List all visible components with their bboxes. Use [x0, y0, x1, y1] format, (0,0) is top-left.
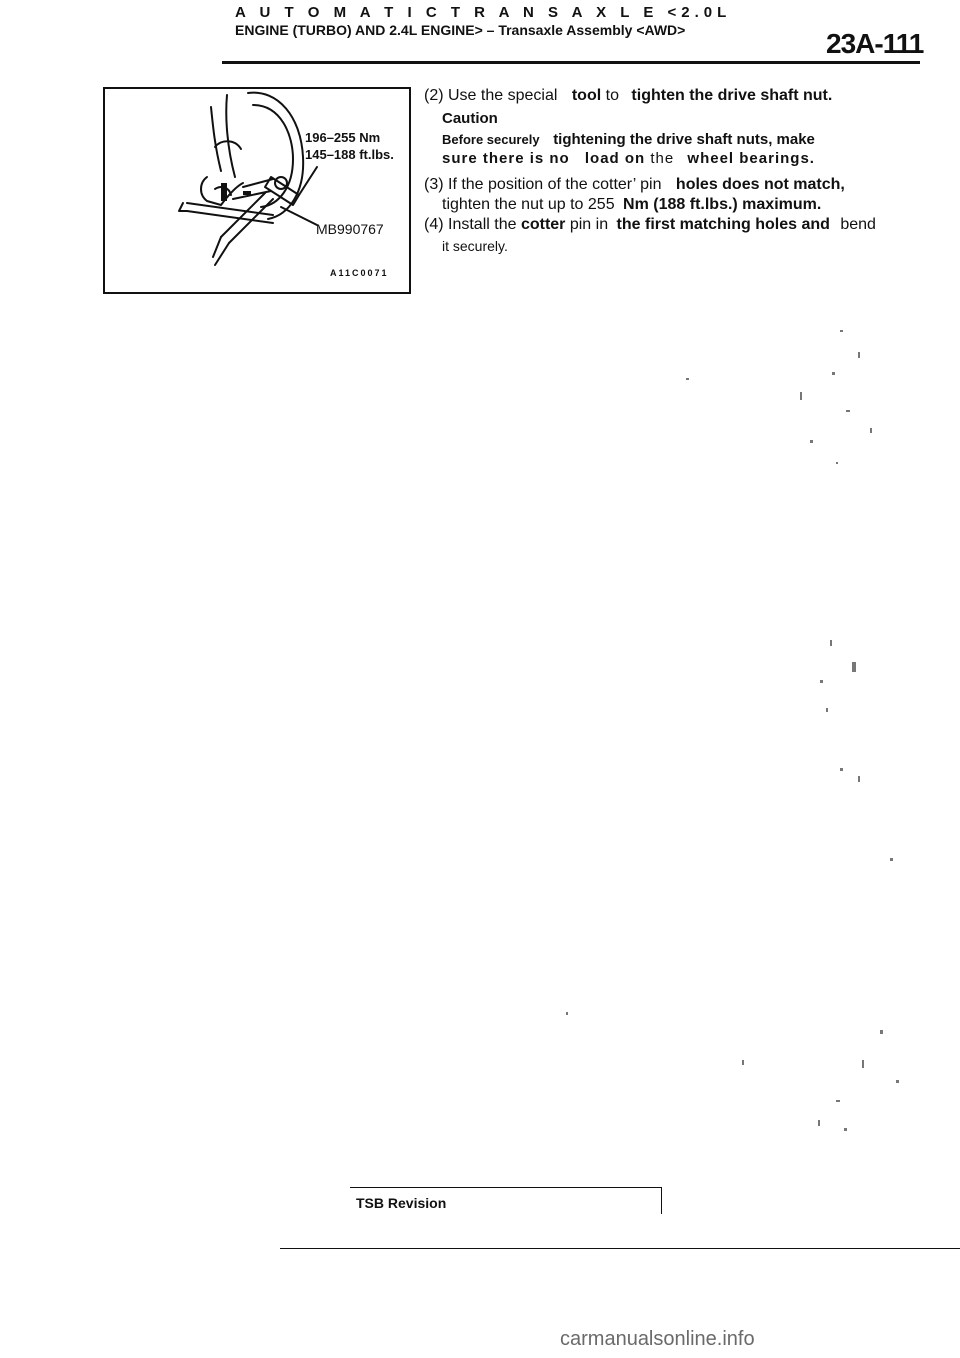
caution-line-2-prefix: sure there is no — [442, 150, 570, 167]
footer-rule — [280, 1248, 960, 1249]
step-4-prefix: (4) Install the — [424, 216, 517, 233]
figure-frame — [103, 87, 411, 294]
tsb-revision-label: TSB Revision — [356, 1195, 447, 1211]
caution-line-1-prefix: Before securely — [442, 132, 540, 147]
section-title: A U T O M A T I C T R A N S A X L E <2.0… — [235, 4, 732, 21]
figure-code: A11C0071 — [330, 268, 389, 278]
header-rule — [222, 61, 920, 64]
wheel-hub-illustration — [178, 91, 318, 266]
step-2-tool: tool — [571, 87, 602, 104]
step-3-prefix: (3) If the position of the cotter’ pin — [424, 176, 662, 193]
step-3-bold-1: holes does not match, — [675, 176, 845, 193]
caution-line-2-on: on — [624, 150, 646, 167]
step-4-bold: the first matching holes and — [616, 216, 830, 233]
caution-line-1-bold: tightening the drive shaft nuts, make — [553, 131, 815, 148]
torque-ftlbs-label: 145–188 ft.lbs. — [305, 147, 394, 162]
tsb-revision-box — [350, 1187, 662, 1214]
section-subtitle: ENGINE (TURBO) AND 2.4L ENGINE> – Transa… — [235, 22, 686, 38]
page-number: 23A-111 — [826, 28, 924, 59]
step-3-line-2: tighten the nut up to 255 Nm (188 ft.lbs… — [442, 196, 821, 214]
caution-line-2: sure there is no load on the wheel beari… — [442, 150, 815, 167]
step-2: (2) Use the special tool to tighten the … — [424, 87, 832, 105]
tool-number-label: MB990767 — [316, 221, 384, 237]
torque-nm-label: 196–255 Nm — [305, 130, 381, 145]
caution-heading: Caution — [442, 110, 498, 127]
step-2-prefix: (2) Use the special — [424, 87, 558, 104]
step-4-line-1: (4) Install the cotter pin in the first … — [424, 216, 876, 234]
step-3-bold-2: Nm (188 ft.lbs.) maximum. — [623, 196, 822, 213]
caution-line-2-load: load — [584, 150, 620, 167]
step-4-cotter: cotter — [520, 216, 566, 233]
caution-line-2-bold: wheel bearings. — [687, 150, 815, 167]
step-3-line-2-prefix: tighten the nut up to 255 — [442, 196, 615, 213]
step-4-end: bend — [840, 216, 876, 233]
step-4-line-2: it securely. — [442, 238, 508, 254]
watermark: carmanualsonline.info — [560, 1328, 755, 1350]
step-3-line-1: (3) If the position of the cotter’ pin h… — [424, 176, 845, 194]
step-4-mid: pin in — [569, 216, 609, 233]
caution-line-2-the: the — [650, 150, 675, 167]
step-2-to: to — [605, 87, 619, 104]
caution-line-1: Before securely tightening the drive sha… — [442, 131, 815, 148]
step-2-action: tighten the drive shaft nut. — [631, 87, 833, 104]
